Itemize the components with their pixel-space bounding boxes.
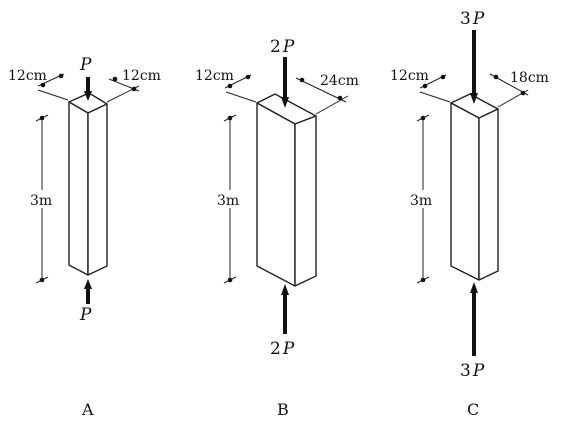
column-a-front-face [68,101,89,276]
column-b-width-ext-line [225,91,257,103]
column-a-bottom-load: P [79,305,92,325]
column-c-width-label: 12cm [390,68,429,84]
column-c-depth-tick-2 [520,90,526,96]
column-c-side-face [478,108,499,281]
column-c-depth-tick-1 [493,74,499,80]
column-a-depth-tick-2 [131,86,137,92]
column-a-depth-label: 12cm [122,68,161,84]
column-a-side-face [87,103,108,276]
column-c-caption: C [467,400,479,419]
column-a-width-ext-line [37,89,69,101]
column-a-width-label: 12cm [8,68,47,84]
column-b-side-face [294,115,317,287]
column-a-width-tick-1 [40,82,46,88]
column-a-height-tick-bottom [39,277,45,283]
column-c-depth-label: 18cm [510,70,549,86]
column-b-width-tick-2 [245,74,251,80]
column-c-top-arrowhead [470,93,478,104]
column-c-bottom-arrowhead [470,282,478,293]
column-b-depth-tick-1 [299,77,305,83]
column-b-depth-label: 24cm [320,73,359,89]
column-b-width-label: 12cm [195,68,234,84]
column-b-height-tick-bottom [227,277,233,283]
column-b-bottom-arrowhead [281,284,289,295]
column-c-width-tick-1 [422,83,428,89]
column-a-top-arrowhead [84,91,92,101]
column-a-bottom-arrowhead [84,279,92,289]
column-c-height-tick-bottom [420,277,426,283]
column-b-caption: B [277,400,289,419]
column-b-top-arrowhead [281,97,289,108]
column-a-height-tick-top [39,115,45,121]
column-a-height-label: 3m [30,193,52,209]
column-a-depth-tick-1 [112,76,118,82]
column-c-height-label-bg [410,190,436,208]
column-a-top-load: P [79,55,92,75]
column-a-height-label-bg [30,190,56,208]
column-c-height-tick-top [420,115,426,121]
column-c-width-tick-2 [440,74,446,80]
column-a-caption: A [81,400,94,419]
column-c-height-label: 3m [410,193,432,209]
column-a-width-tick-2 [58,73,64,79]
column-c-front-face [450,102,480,281]
column-b-height-label-bg [217,190,243,208]
column-a: P P 12cm 12cm 3m A [8,55,161,419]
column-b-width-tick-1 [227,83,233,89]
column-b-height-label: 3m [217,193,239,209]
column-b-depth-ext-line [315,95,349,115]
column-b-depth-tick-2 [337,95,343,101]
column-b-height-tick-top [227,115,233,121]
column-c-width-ext-line [419,91,451,103]
column-b-depth-dim-line [295,77,347,103]
column-b-front-face [256,102,296,287]
